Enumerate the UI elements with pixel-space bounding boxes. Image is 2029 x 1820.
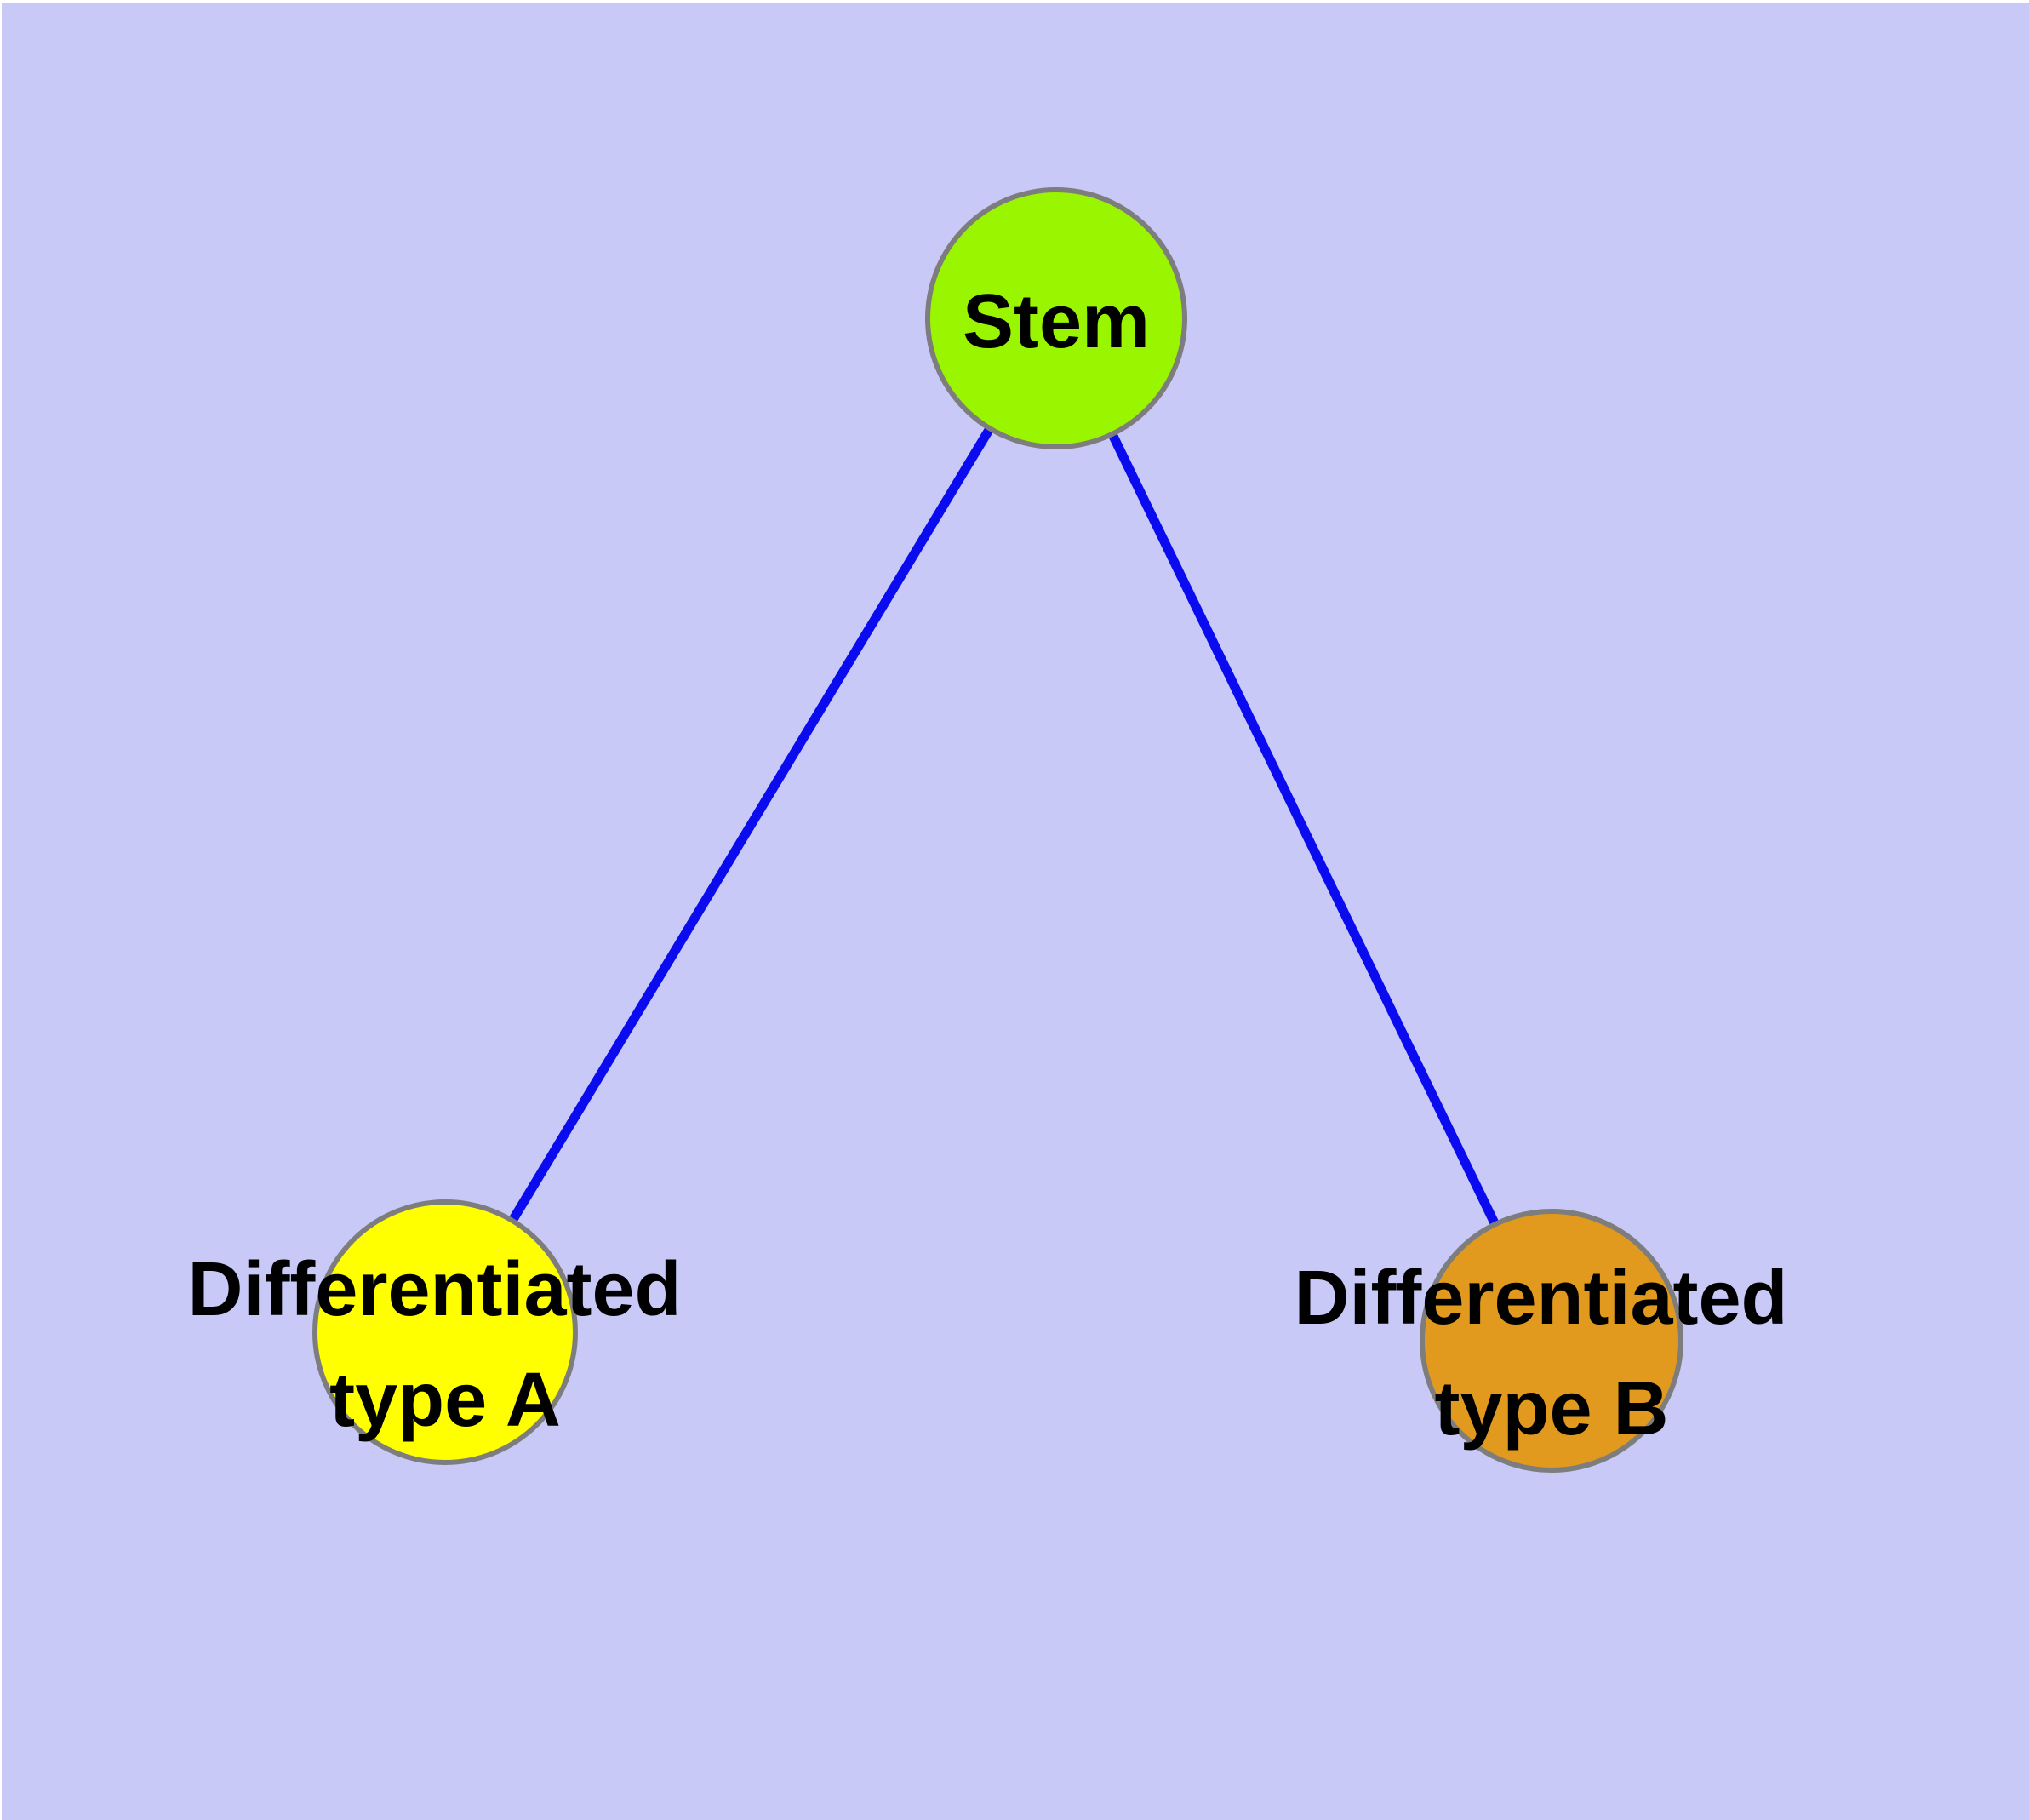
node-differentiated-type-b-circle bbox=[1420, 1209, 1683, 1473]
node-stem: Stem bbox=[925, 187, 1187, 449]
node-differentiated-type-a-label-line1: Differentiated bbox=[187, 1247, 681, 1332]
edge-stem-to-type-b bbox=[1052, 316, 1556, 1343]
node-differentiated-type-b-label-line2: type B bbox=[1434, 1366, 1668, 1451]
node-differentiated-type-b: Differentiated type B bbox=[1294, 1209, 1809, 1473]
node-differentiated-type-a-circle bbox=[312, 1199, 578, 1465]
node-differentiated-type-a: Differentiated type A bbox=[187, 1199, 702, 1465]
node-differentiated-type-a-label-line2: type A bbox=[329, 1358, 561, 1443]
edge-stem-to-type-a bbox=[441, 316, 1060, 1335]
node-differentiated-type-b-label: Differentiated type B bbox=[1294, 1256, 1809, 1451]
node-differentiated-type-a-label: Differentiated type A bbox=[187, 1247, 702, 1443]
node-stem-label: Stem bbox=[963, 279, 1150, 364]
node-stem-circle bbox=[925, 187, 1187, 449]
node-differentiated-type-b-label-line1: Differentiated bbox=[1294, 1256, 1787, 1341]
